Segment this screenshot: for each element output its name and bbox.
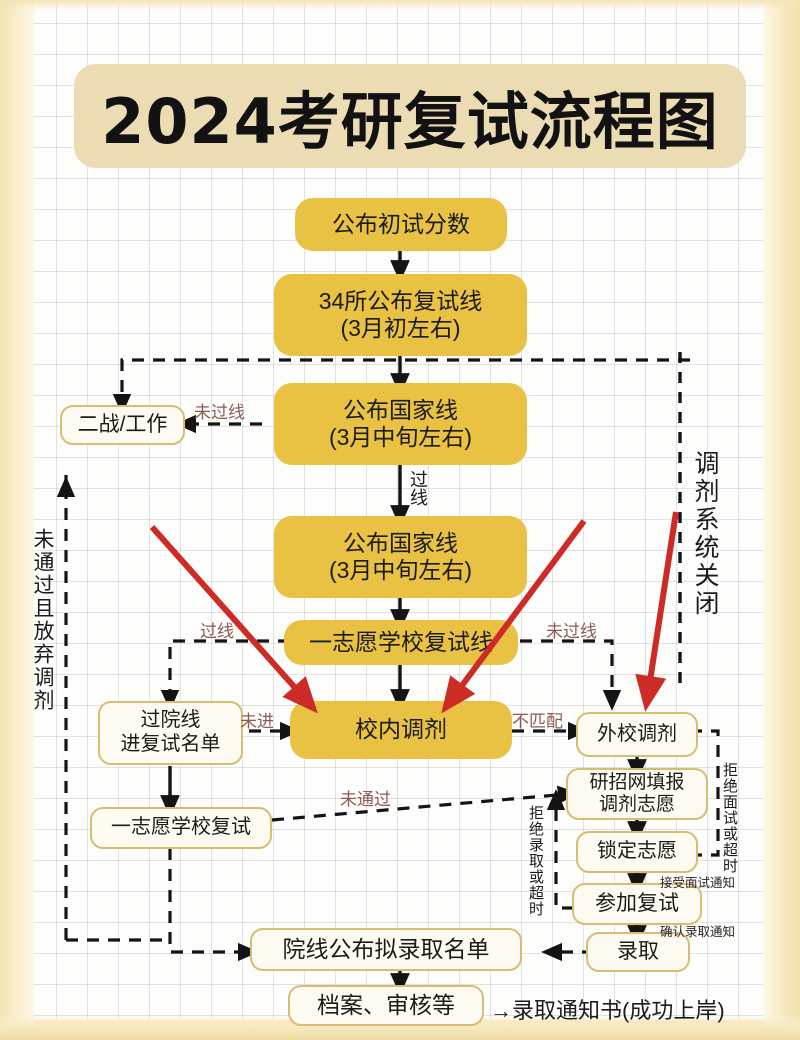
node-national-line-a[interactable]: 公布国家线 (3月中旬左右) xyxy=(274,383,527,465)
edge-label-not-pass-line-right: 未过线 xyxy=(546,622,597,641)
node-label: 一志愿学校复试 xyxy=(111,816,251,839)
node-label-line1: 研招网填报 xyxy=(589,771,685,793)
edge-label-transfer-system-closed: 调剂系统关闭 xyxy=(691,450,719,618)
node-label: 公布初试分数 xyxy=(332,210,470,237)
node-publish-preliminary-list[interactable]: 院线公布拟录取名单 xyxy=(250,928,522,971)
node-label-line2: (3月中旬左右) xyxy=(328,557,473,583)
node-admission-letter: →录取通知书(成功上岸) xyxy=(490,993,725,1025)
node-national-line-b[interactable]: 公布国家线 (3月中旬左右) xyxy=(274,516,527,598)
node-label-line1: 34所公布复试线 xyxy=(318,287,483,314)
node-label-line2: (3月中旬左右) xyxy=(328,424,473,450)
edge-label-not-passed: 未通过 xyxy=(340,790,391,809)
page-edge-left xyxy=(0,0,34,1040)
node-label: 录取 xyxy=(617,939,659,963)
edge-label-accept-interview-notice: 接受面试通知 xyxy=(660,876,736,890)
node-label: 校内调剂 xyxy=(355,716,447,743)
node-publish-scores[interactable]: 公布初试分数 xyxy=(295,198,507,251)
node-label: 外校调剂 xyxy=(597,722,677,745)
page-title: 2024考研复试流程图 xyxy=(101,85,719,158)
node-label: 锁定志愿 xyxy=(597,840,677,863)
node-label-line2: 调剂志愿 xyxy=(598,794,675,815)
edge-label-refuse-admit-or-timeout: 拒绝录取或超时 xyxy=(527,805,544,917)
node-internal-transfer[interactable]: 校内调剂 xyxy=(290,701,512,759)
node-34-schools-line[interactable]: 34所公布复试线 (3月初左右) xyxy=(274,274,527,356)
node-label: 院线公布拟录取名单 xyxy=(282,935,490,962)
page-edge-top xyxy=(0,0,800,10)
node-label: 二战/工作 xyxy=(77,412,168,436)
node-label: 一志愿学校复试线 xyxy=(309,628,493,655)
edge-label-confirm-admission-notice: 确认录取通知 xyxy=(660,925,736,939)
edge-label-mismatch: 不匹配 xyxy=(512,712,563,731)
node-first-choice-retest-line[interactable]: 一志愿学校复试线 xyxy=(284,620,518,665)
node-label: 参加复试 xyxy=(595,891,679,915)
node-label-line1: 公布国家线 xyxy=(343,396,458,423)
title-banner: 2024考研复试流程图 xyxy=(74,64,746,168)
node-label-line2: (3月初左右) xyxy=(340,315,461,341)
edge-label-not-pass-line: 未过线 xyxy=(194,403,245,422)
node-label: 档案、审核等 xyxy=(317,991,455,1018)
node-archive-review[interactable]: 档案、审核等 xyxy=(288,985,484,1026)
page-edge-right xyxy=(764,0,800,1040)
edge-label-failed-and-give-up: 未通过且放弃调剂 xyxy=(31,528,54,712)
edge-label-pass-line-left: 过线 xyxy=(200,622,234,641)
node-label-line1: 过院线 xyxy=(140,709,201,732)
node-pass-school-line[interactable]: 过院线 进复试名单 xyxy=(98,701,243,765)
edge-label-pass-line-vertical: 过线 xyxy=(408,470,428,506)
node-label-line2: 进复试名单 xyxy=(120,733,221,755)
node-label-line1: 公布国家线 xyxy=(343,529,458,556)
node-external-transfer[interactable]: 外校调剂 xyxy=(576,712,698,757)
node-second-try-or-work[interactable]: 二战/工作 xyxy=(60,405,185,445)
node-lock-choice[interactable]: 锁定志愿 xyxy=(576,831,698,873)
node-first-choice-retest[interactable]: 一志愿学校复试 xyxy=(90,807,272,849)
edge-label-refuse-interview-or-timeout: 拒绝面试或超时 xyxy=(721,762,738,874)
edge-label-not-entered: 未进 xyxy=(240,712,274,731)
node-label: →录取通知书(成功上岸) xyxy=(490,998,725,1023)
node-fill-transfer-application[interactable]: 研招网填报 调剂志愿 xyxy=(566,768,708,820)
